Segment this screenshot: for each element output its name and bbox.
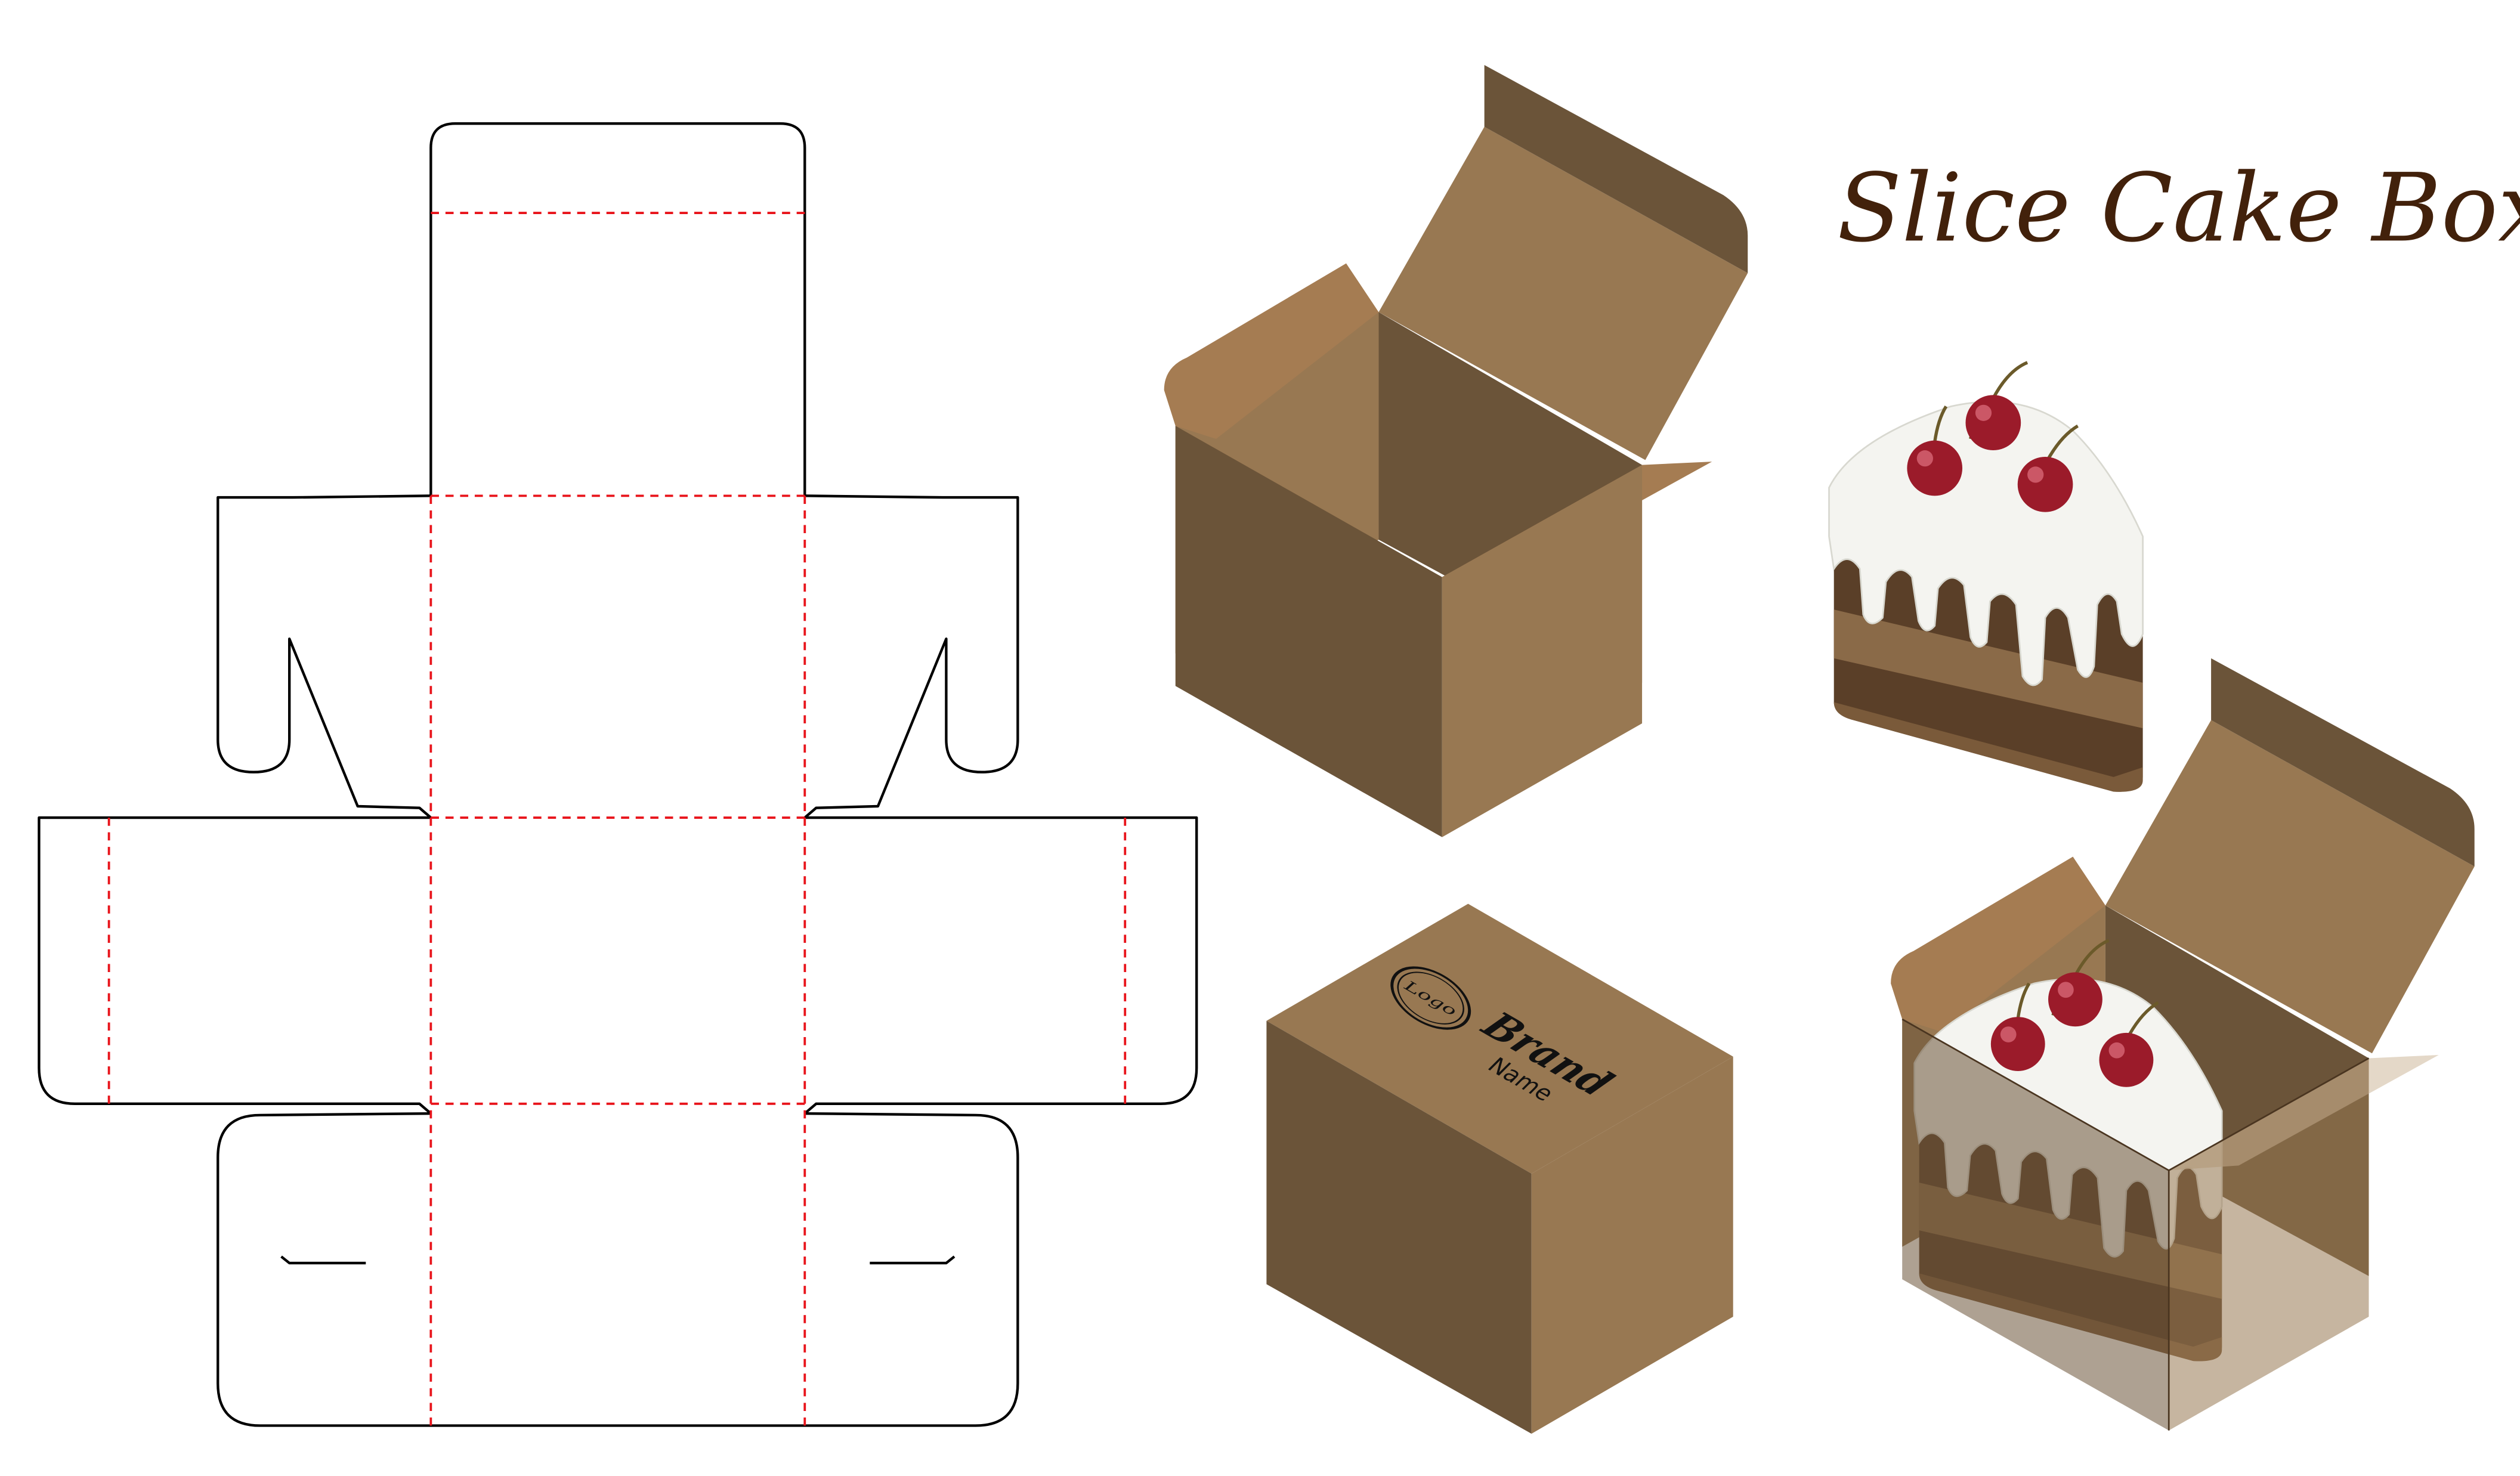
closed-box-mockup: Logo Brand Name — [1266, 903, 1733, 1434]
page-title: Slice Cake Box — [1837, 153, 2520, 263]
open-box-mockup — [1164, 65, 1748, 837]
dieline-template — [38, 122, 1198, 1427]
box-with-cake-mockup — [1891, 658, 2475, 1431]
cake-slice — [1829, 363, 2143, 792]
fold-lines — [107, 212, 1127, 1426]
cut-lines — [38, 122, 1198, 1427]
